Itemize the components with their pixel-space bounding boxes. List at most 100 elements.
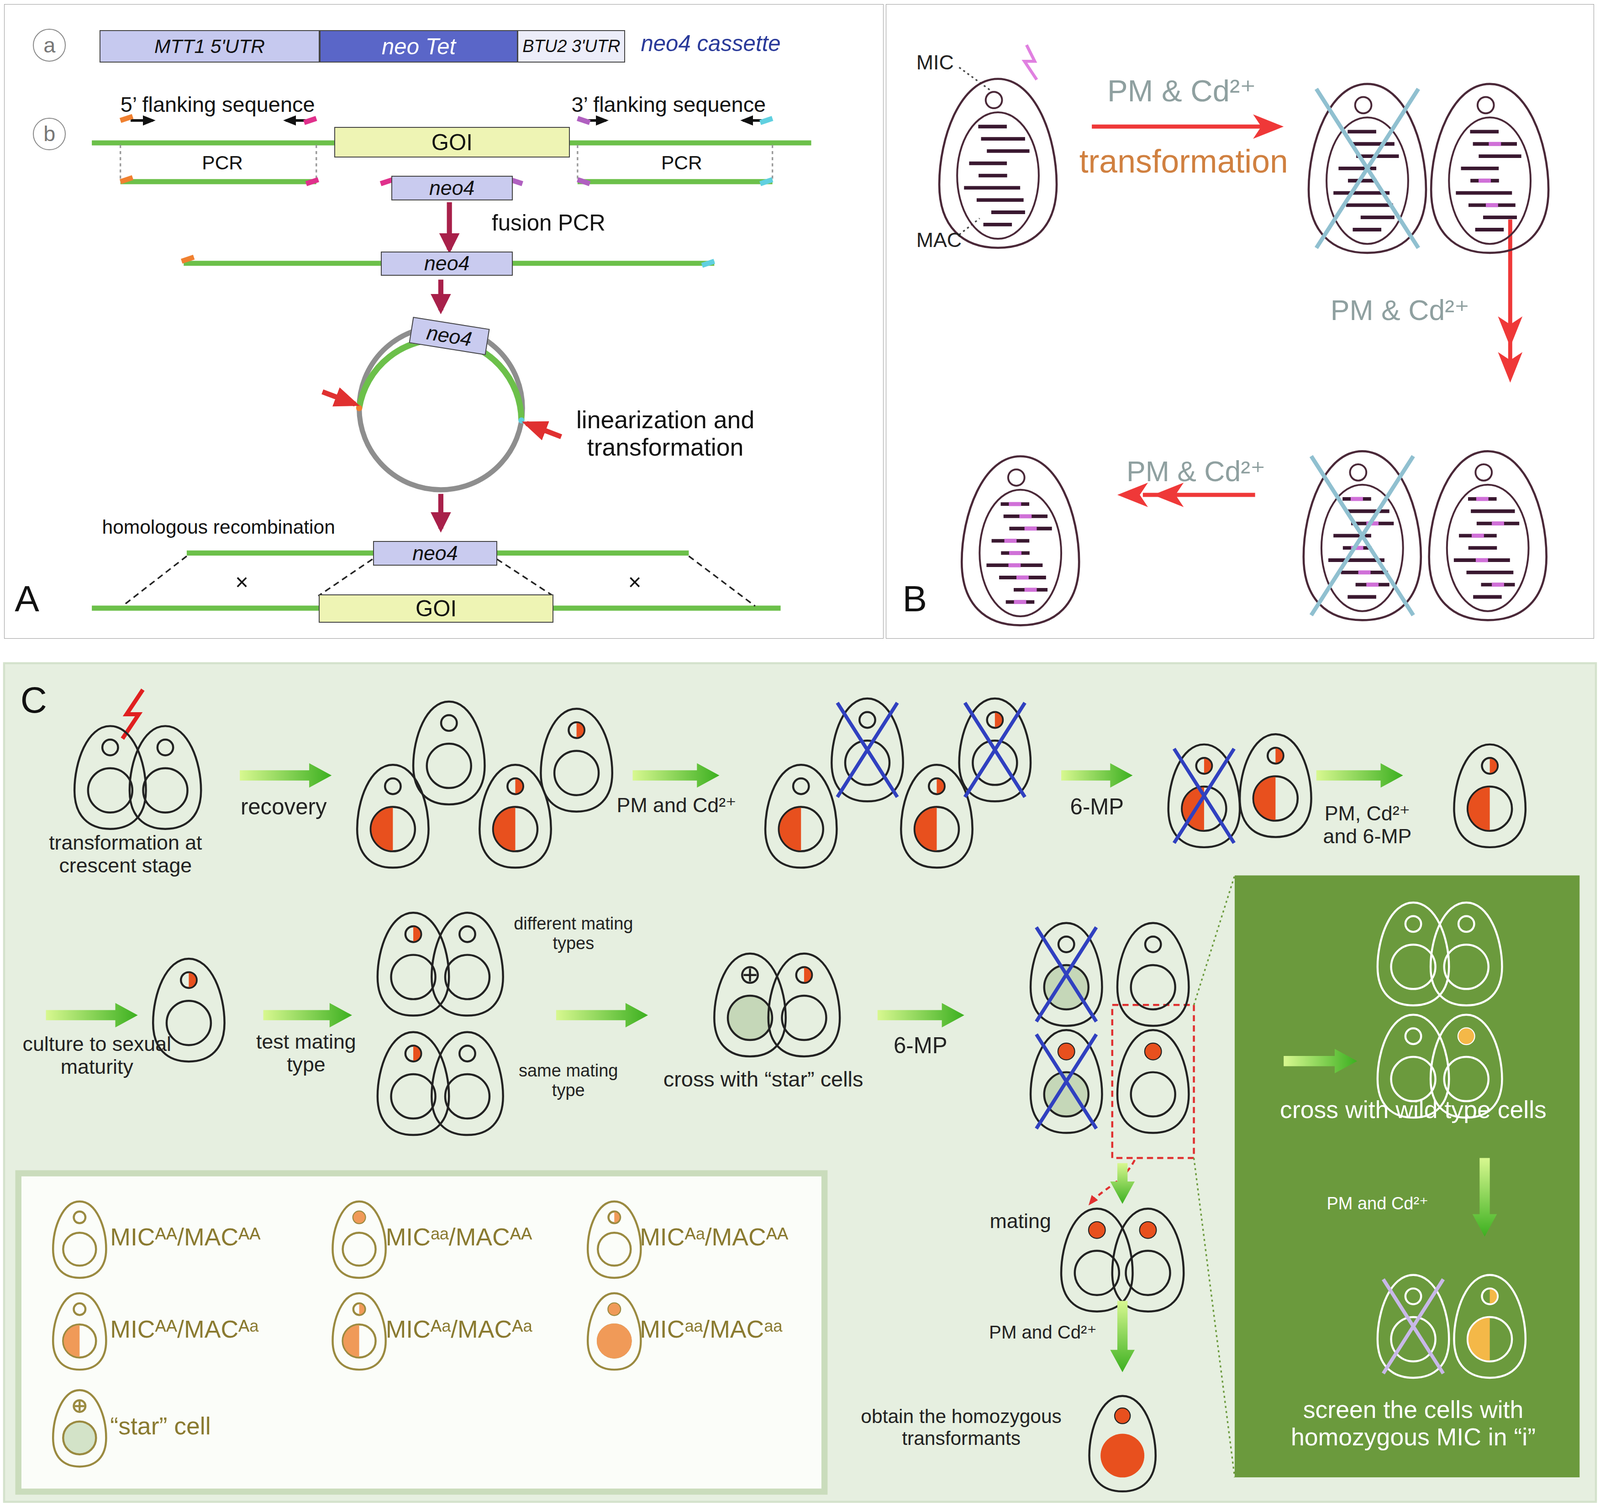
legend-text: MICᵃᵃ/MACᴬᴬ xyxy=(385,1223,533,1251)
flow-arrow xyxy=(1472,1158,1498,1237)
annotation-label: × xyxy=(628,569,642,595)
macronucleus xyxy=(554,751,599,796)
box-text: a xyxy=(43,33,56,58)
chromosome xyxy=(1475,227,1505,232)
cell xyxy=(1430,902,1502,1006)
macronucleus xyxy=(597,1232,631,1266)
macronucleus xyxy=(426,743,472,789)
flow-arrow xyxy=(239,763,332,789)
legend-text: MICᴬᴬ/MACᴬᵃ xyxy=(110,1315,259,1343)
cell xyxy=(1239,734,1311,837)
flow-arrow xyxy=(556,1003,648,1028)
half-fill xyxy=(1253,777,1276,821)
cell xyxy=(587,1293,641,1370)
cell-outline xyxy=(52,1293,106,1370)
annotation-label: 6-MP xyxy=(1070,794,1125,820)
transgene xyxy=(1024,526,1037,531)
sub-panel: cross with wild type cellsPM and Cd²⁺scr… xyxy=(1234,875,1580,1478)
transgene xyxy=(1350,496,1364,501)
chromosome xyxy=(1345,509,1390,514)
micronucleus xyxy=(441,715,457,731)
box-text: neo4 xyxy=(424,252,470,275)
transgene xyxy=(1019,514,1032,519)
chromosome xyxy=(1458,533,1497,538)
chromosome xyxy=(999,575,1047,580)
cell-outline xyxy=(765,764,837,868)
macronucleus xyxy=(445,1074,490,1119)
sequence-box: neo4 xyxy=(391,175,513,201)
chromosome xyxy=(978,173,1008,178)
box-text: neo4 xyxy=(412,542,458,565)
chromosome xyxy=(1481,583,1516,587)
cell-outline xyxy=(1168,744,1240,848)
micronucleus-fill xyxy=(1458,1028,1474,1045)
annotation-label: 6-MP xyxy=(893,1032,948,1058)
micronucleus xyxy=(73,1303,86,1316)
cross-out xyxy=(837,702,898,797)
chromosome xyxy=(1455,191,1512,195)
micronucleus xyxy=(1481,1288,1498,1305)
annotation-label: cross with “star” cells xyxy=(663,1067,864,1092)
annotation-label: 3’ flanking sequence xyxy=(571,92,766,117)
micronucleus xyxy=(507,778,523,795)
micronucleus xyxy=(796,967,812,983)
cell xyxy=(129,726,201,829)
macronucleus xyxy=(1126,1251,1171,1296)
cell-outline xyxy=(1117,1030,1189,1133)
micronucleus xyxy=(1058,936,1074,953)
micronucleus-fill xyxy=(353,1211,366,1224)
micronucleus xyxy=(1145,1043,1161,1060)
half-fill xyxy=(188,973,196,988)
macronucleus xyxy=(727,995,773,1041)
macronucleus xyxy=(445,955,490,1000)
transgene xyxy=(1024,587,1037,592)
macronucleus xyxy=(957,112,1039,239)
cell xyxy=(1117,1030,1189,1133)
cell-outline xyxy=(52,1390,106,1467)
micronucleus xyxy=(1140,1222,1156,1238)
legend-text: MICᴬᵃ/MACᴬᵃ xyxy=(385,1315,533,1343)
micronucleus xyxy=(608,1303,621,1316)
macronucleus xyxy=(166,1000,211,1046)
micronucleus xyxy=(793,778,809,795)
chromosome xyxy=(1453,558,1511,563)
micronucleus xyxy=(859,712,875,728)
sequence-box: neo4 xyxy=(409,316,490,356)
half-fill xyxy=(614,1212,620,1223)
chromosome xyxy=(1473,595,1502,600)
micronucleus xyxy=(459,1046,475,1062)
cross-out xyxy=(1316,89,1419,249)
macronucleus-fill xyxy=(1100,1433,1145,1478)
transgene xyxy=(1471,533,1485,538)
micronucleus xyxy=(353,1303,366,1316)
micronucleus-fill xyxy=(1145,1043,1161,1060)
cell-outline xyxy=(1061,1208,1133,1312)
transgene xyxy=(1491,582,1505,587)
cross-out xyxy=(1036,927,1097,1022)
chromosome xyxy=(1470,509,1515,514)
transgene xyxy=(1476,496,1489,501)
half-fill xyxy=(413,927,421,942)
sequence-box: neo Tet xyxy=(319,30,518,64)
micronucleus xyxy=(1458,1028,1474,1045)
macronucleus xyxy=(1326,117,1409,244)
cell-outline xyxy=(961,456,1079,626)
transgene xyxy=(1014,600,1027,605)
micronucleus xyxy=(1481,757,1498,774)
cell-outline xyxy=(1089,1396,1156,1492)
cell-outline xyxy=(1453,1275,1526,1379)
panel-text: screen the cells with homozygous MIC in … xyxy=(1260,1395,1567,1451)
half-fill xyxy=(1468,1318,1490,1362)
macronucleus xyxy=(342,1324,376,1358)
cell-outline xyxy=(431,1032,503,1136)
chromosome xyxy=(963,185,1021,190)
micronucleus xyxy=(1405,916,1422,932)
cell-outline xyxy=(768,953,840,1057)
cell xyxy=(357,764,429,868)
macronucleus xyxy=(391,1074,436,1119)
cell-outline xyxy=(377,912,449,1016)
flow-arrow xyxy=(263,1003,353,1028)
cell xyxy=(52,1201,106,1279)
cell xyxy=(1168,744,1240,848)
